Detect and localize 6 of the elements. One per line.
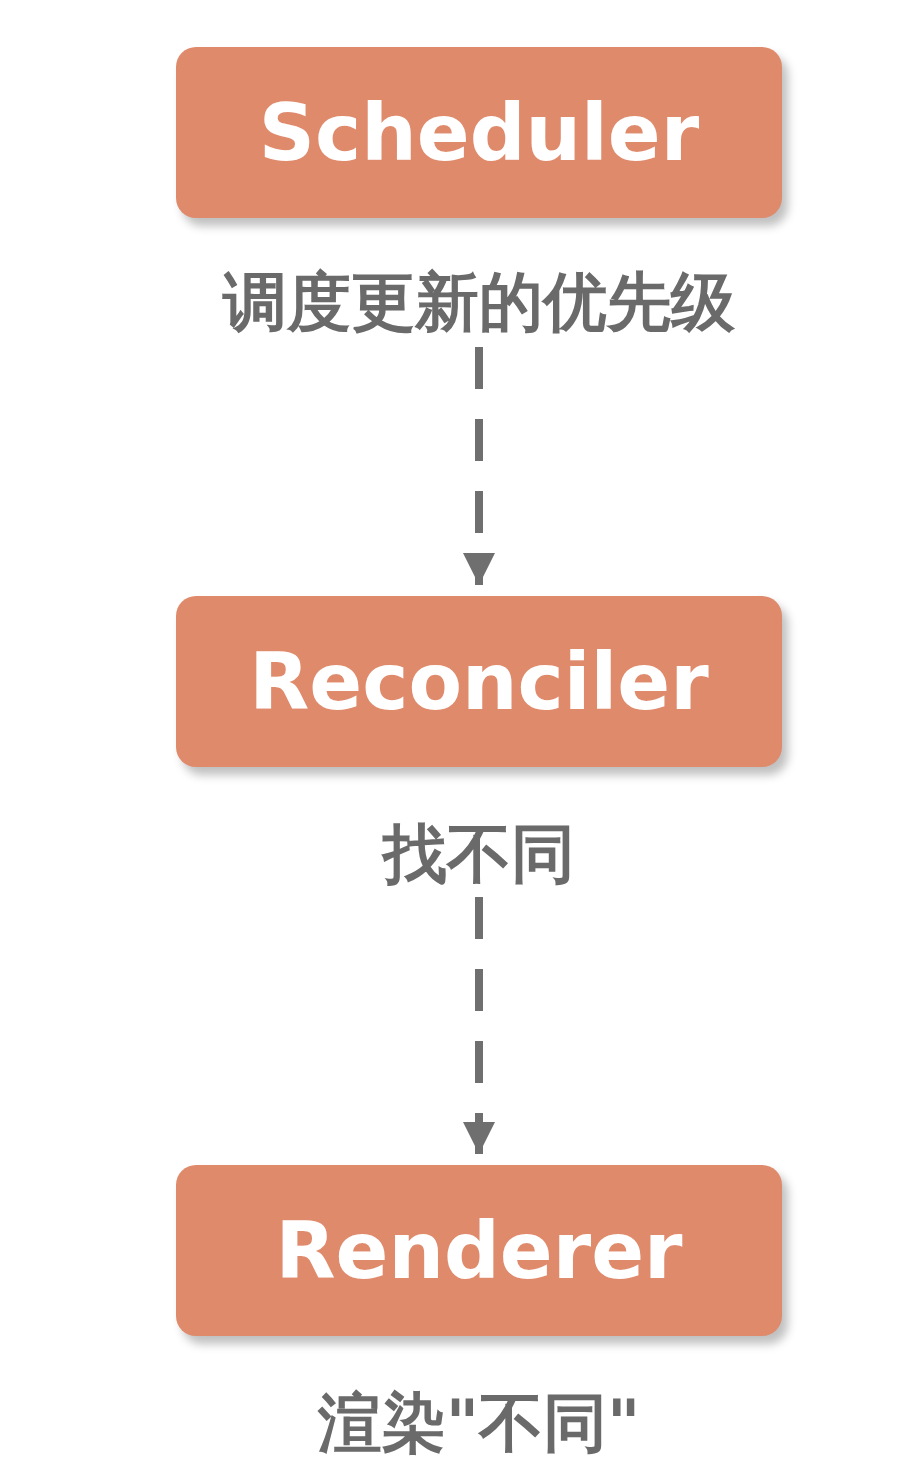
node-label: 渲染"不同" <box>317 1386 641 1458</box>
node-label: 找不同 <box>383 817 575 891</box>
process-box: Renderer <box>176 1165 782 1336</box>
node-label: 调度更新的优先级 <box>223 265 735 339</box>
process-box: Scheduler <box>176 47 782 218</box>
process-box: Reconciler <box>176 596 782 767</box>
